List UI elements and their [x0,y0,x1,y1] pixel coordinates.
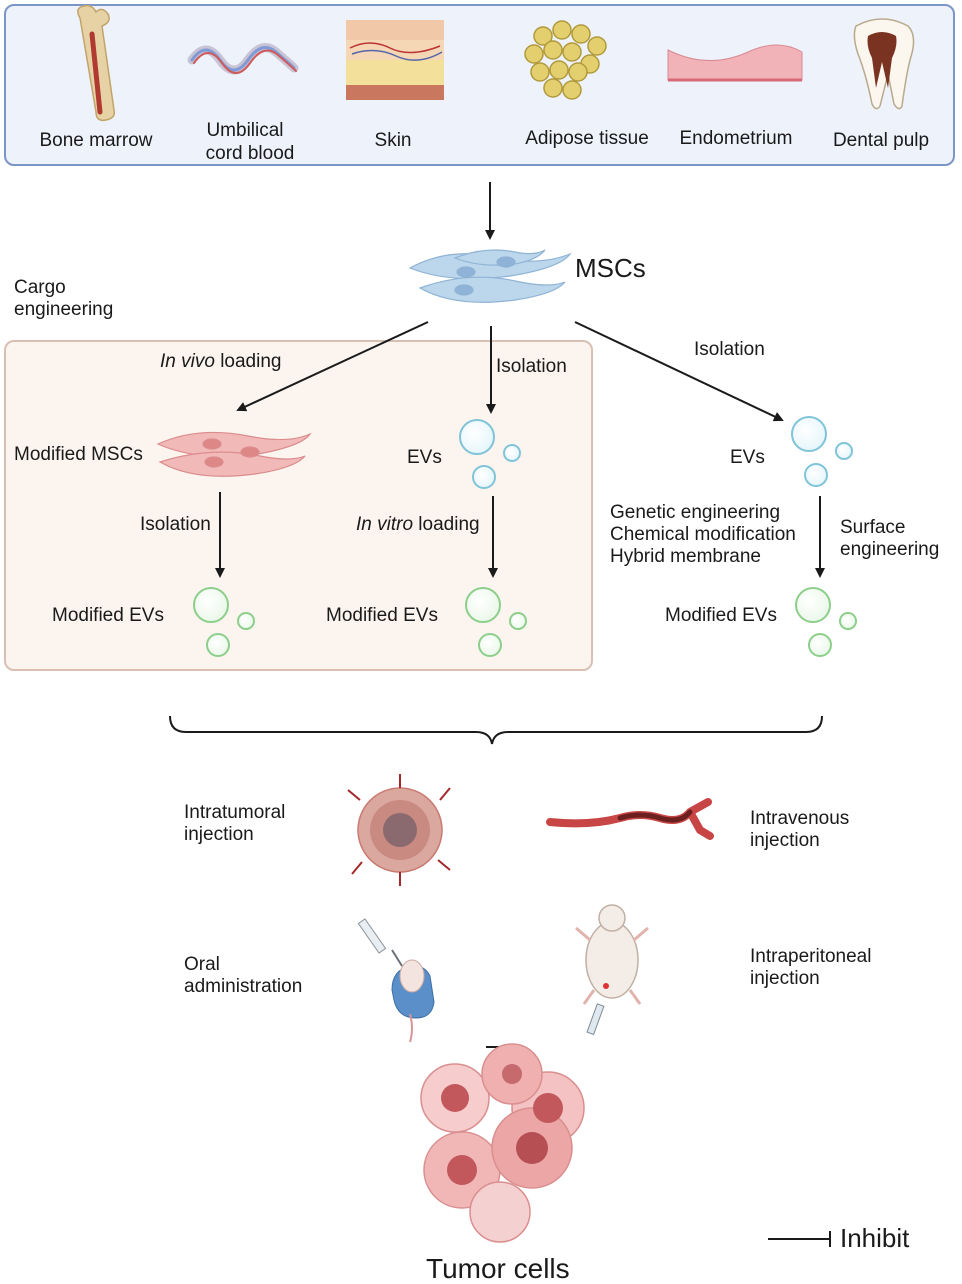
mscs-cells-icon [408,249,572,303]
adipose-label: Adipose tissue [525,128,649,149]
intratumoral-line1: Intratumoral [184,802,286,823]
legend-inhibit-label: Inhibit [840,1223,910,1253]
in-vivo-italic: In vivo [160,351,215,372]
tumor-mass-icon [347,774,451,886]
intratumoral-line2: injection [184,824,254,845]
in-vitro-loading-label: In vitro loading [356,514,480,536]
merge-brace [169,715,823,745]
bone-marrow-label: Bone marrow [39,130,153,151]
in-vivo-rest: loading [214,351,282,372]
skin-label: Skin [374,130,412,151]
modified-evs-center-label: Modified EVs [326,605,438,626]
surface-engineering-line1: Surface [840,517,906,538]
umbilical-label-line2: cord blood [205,143,295,164]
cargo-title-line2: engineering [14,299,114,320]
skin-icon [346,20,444,100]
evs-right-label: EVs [730,447,765,468]
evs-center-label: EVs [407,447,442,468]
modified-evs-left-icon [193,587,255,657]
endometrium-icon [667,44,803,82]
method-hybrid-membrane: Hybrid membrane [610,546,761,567]
modified-evs-left-label: Modified EVs [52,605,164,626]
arrow-isolation-right [574,321,784,422]
dental-pulp-icon [853,18,915,110]
modified-mscs-icon [156,431,312,477]
evs-right-icon [791,416,853,487]
modified-evs-right-icon [795,587,857,657]
modified-evs-center-icon [465,587,527,657]
bone-marrow-icon [77,4,116,122]
surface-engineering-line2: engineering [840,539,940,560]
isolation-center-label: Isolation [496,356,567,377]
in-vivo-loading-label: In vivo loading [160,351,281,373]
dental-pulp-label: Dental pulp [832,130,930,151]
adipose-tissue-icon [524,20,607,100]
endometrium-label: Endometrium [679,128,793,149]
intravenous-line1: Intravenous [750,808,850,829]
intravenous-line2: injection [750,830,820,851]
oral-line1: Oral [184,954,220,975]
isolation-right-label: Isolation [694,339,765,360]
oral-administration-icon [357,918,435,1043]
intraperitoneal-line1: Intraperitoneal [750,946,872,967]
umbilical-label-line1: Umbilical [206,120,284,141]
intraperitoneal-line2: injection [750,968,820,989]
modified-mscs-label: Modified MSCs [14,444,143,465]
in-vitro-rest: loading [413,514,480,535]
oral-line2: administration [184,976,303,997]
mscs-label: MSCs [575,253,646,283]
umbilical-cord-icon [187,43,299,75]
tumor-cells-label: Tumor cells [426,1253,570,1284]
cell-sources-panel [4,4,955,166]
intraperitoneal-mouse-icon [575,904,649,1036]
modified-evs-right-label: Modified EVs [665,605,777,626]
tumor-cells-icon [420,1043,585,1243]
method-genetic-engineering: Genetic engineering [610,502,781,523]
blood-vessel-icon [546,798,714,840]
isolation-left-label: Isolation [140,514,211,535]
in-vitro-italic: In vitro [356,514,414,535]
method-chemical-modification: Chemical modification [610,524,796,545]
cargo-title-line1: Cargo [14,277,66,298]
arrow-in-vivo-loading [236,321,429,412]
evs-center-icon [459,419,521,489]
